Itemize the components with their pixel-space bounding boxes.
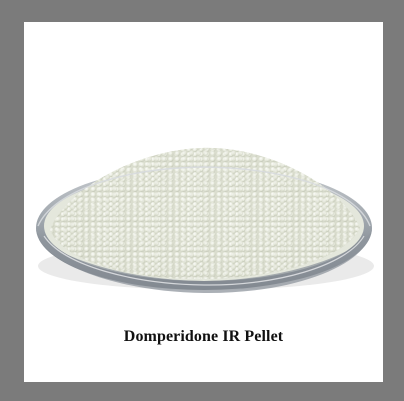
image-caption: Domperidone IR Pellet [123, 328, 284, 345]
image-card: Domperidone IR Pellet [24, 22, 383, 382]
pellet-dish-photo [36, 147, 374, 294]
